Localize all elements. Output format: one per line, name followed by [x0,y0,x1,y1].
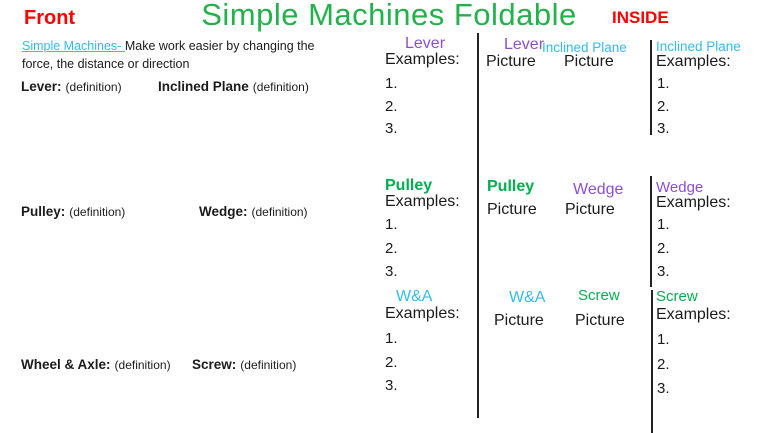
examples-header-inclined-plane: Inclined Plane [656,39,741,54]
example-line-3: 3. [657,263,670,280]
definition-term: Screw: [192,357,237,372]
examples-label: Examples: [656,306,731,323]
page-title: Simple Machines Foldable [201,0,577,32]
example-line-2: 2. [385,98,398,115]
picture-header-screw: Screw [578,287,620,304]
example-line-2: 2. [657,240,670,257]
example-line-1: 1. [385,216,398,233]
picture-header-lever: Lever [504,36,545,53]
examples-label: Examples: [385,193,460,210]
definition-screw: Screw:(definition) [192,357,296,372]
definition-note: (definition) [251,205,308,219]
examples-label: Examples: [656,194,731,211]
definition-note: (definition) [65,80,122,94]
examples-header-screw: Screw [656,288,698,305]
example-line-2: 2. [657,98,670,115]
definition-pulley: Pulley:(definition) [21,204,125,219]
fold-line-right-bottom [651,290,653,433]
example-line-1: 1. [385,330,398,347]
examples-header-lever: Lever [405,35,446,52]
picture-header-wedge: Wedge [573,181,624,198]
definition-lever: Lever:(definition) [21,79,122,94]
examples-label: Examples: [656,53,731,70]
picture-header-wheel-axle: W&A [509,289,546,306]
picture-label: Picture [564,53,614,70]
intro-rest: Make work easier by changing the force, … [22,39,315,71]
intro-term: Simple Machines- [22,39,125,53]
example-line-2: 2. [385,240,398,257]
definition-note: (definition) [240,358,297,372]
definition-note: (definition) [252,80,309,94]
example-line-3: 3. [657,120,670,137]
definition-term: Pulley: [21,204,66,219]
example-line-1: 1. [657,75,670,92]
inside-label: INSIDE [612,8,669,27]
examples-label: Examples: [385,51,460,68]
picture-label: Picture [565,201,615,218]
fold-line-right-middle [650,176,652,287]
examples-header-wheel-axle: W&A [396,288,433,305]
example-line-3: 3. [657,380,670,397]
picture-header-inclined-plane: Inclined Plane [542,40,627,55]
example-line-3: 3. [385,120,398,137]
example-line-1: 1. [657,331,670,348]
picture-label: Picture [494,312,544,329]
definition-wedge: Wedge:(definition) [199,204,308,219]
example-line-1: 1. [385,75,398,92]
picture-label: Picture [575,312,625,329]
definition-term: Lever: [21,79,62,94]
intro-text: Simple Machines- Make work easier by cha… [22,38,327,73]
example-line-3: 3. [385,377,398,394]
picture-label: Picture [487,201,537,218]
front-label: Front [24,7,76,29]
fold-line-right-top [650,40,652,135]
picture-label: Picture [486,53,536,70]
example-line-3: 3. [385,263,398,280]
example-line-1: 1. [657,216,670,233]
definition-inclined-plane: Inclined Plane(definition) [158,79,309,94]
definition-wheel-axle: Wheel & Axle:(definition) [21,357,171,372]
examples-label: Examples: [385,305,460,322]
definition-term: Inclined Plane [158,79,249,94]
fold-line-left [477,33,479,418]
definition-term: Wheel & Axle: [21,357,111,372]
example-line-2: 2. [385,354,398,371]
examples-header-pulley: Pulley [385,177,433,194]
picture-header-pulley: Pulley [487,178,535,195]
definition-note: (definition) [114,358,171,372]
definition-term: Wedge: [199,204,248,219]
examples-header-wedge: Wedge [656,179,704,196]
definition-note: (definition) [69,205,126,219]
example-line-2: 2. [657,356,670,373]
